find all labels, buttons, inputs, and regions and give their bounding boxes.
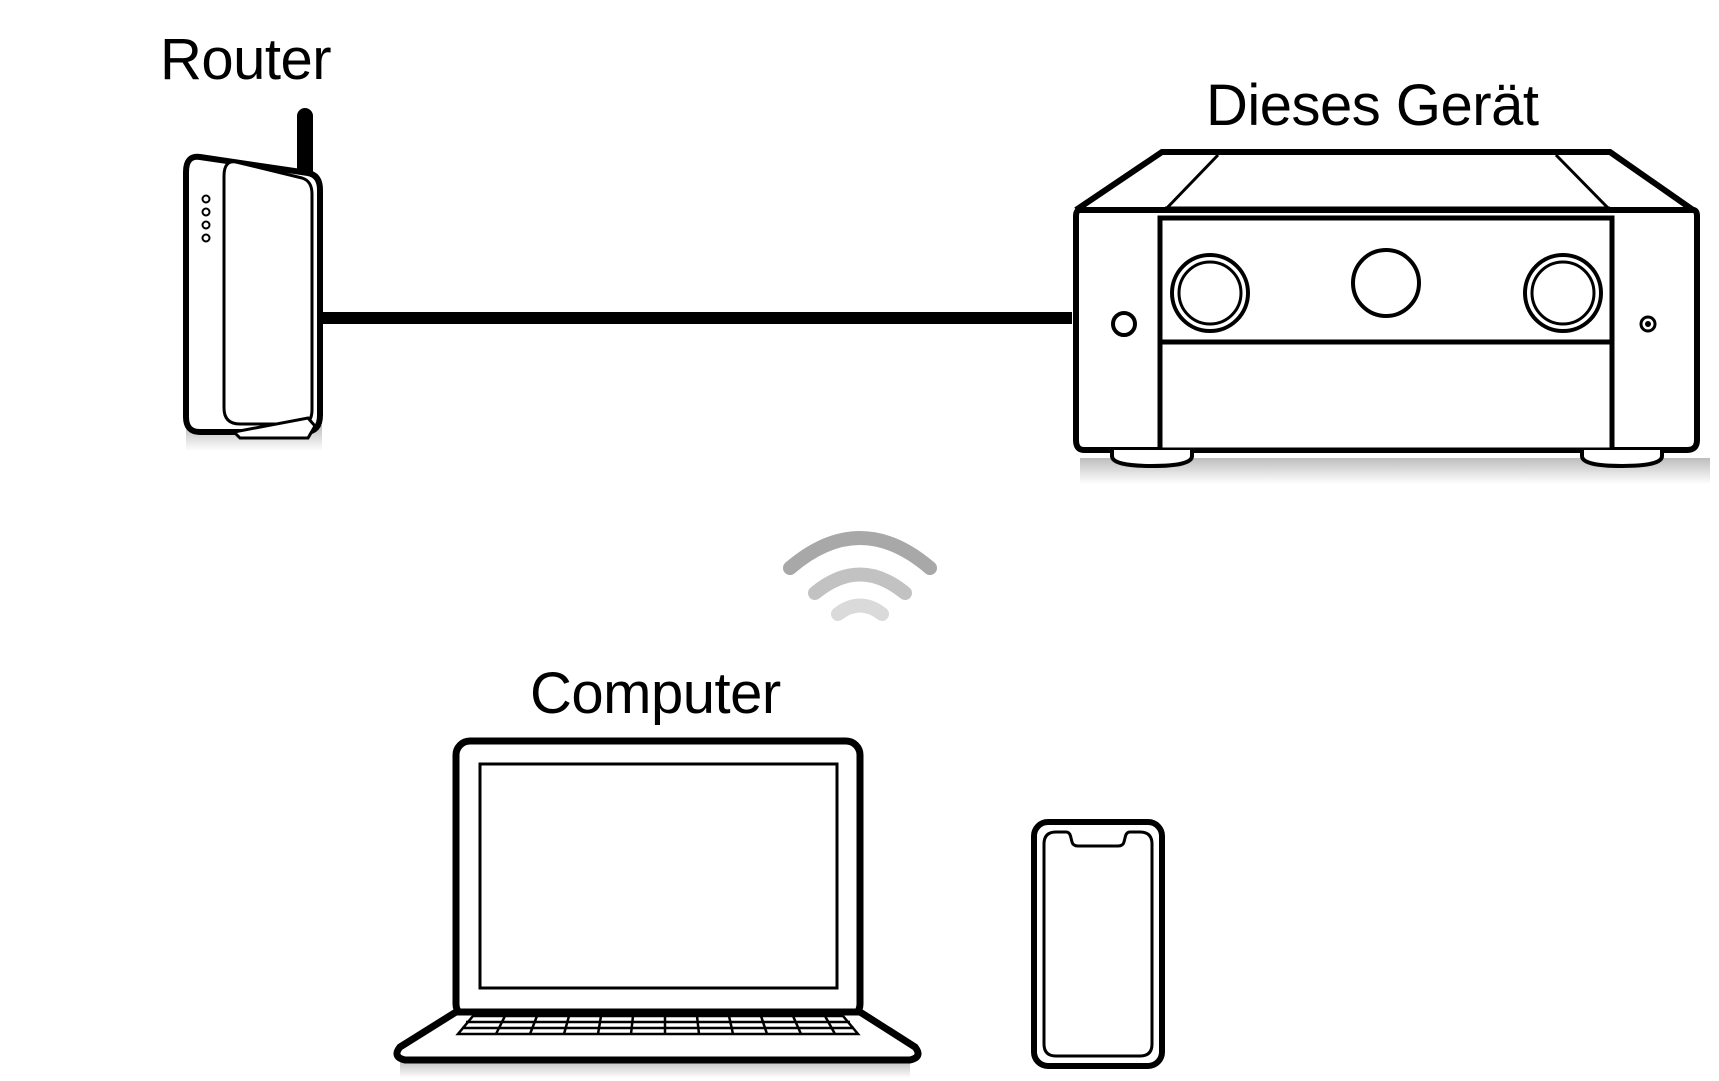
av-receiver-icon xyxy=(1073,149,1710,484)
device-label: Dieses Gerät xyxy=(1206,73,1539,138)
smartphone-icon xyxy=(1031,819,1165,1069)
laptop-icon xyxy=(393,737,922,1078)
router-label: Router xyxy=(160,27,332,92)
wifi-icon xyxy=(783,531,937,621)
laptop-keyboard xyxy=(455,1014,861,1036)
computer-label: Computer xyxy=(530,661,781,726)
router-icon xyxy=(183,108,323,451)
